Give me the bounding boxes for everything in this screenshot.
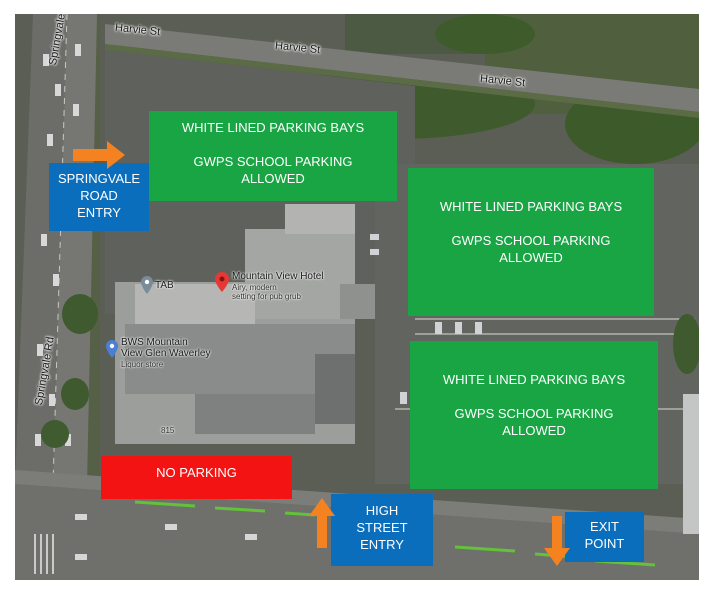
bws-label-line-2[interactable]: View Glen Waverley: [121, 348, 211, 359]
entry-line-1: SPRINGVALE: [57, 171, 141, 186]
zone-line-3: ALLOWED: [499, 250, 563, 265]
entry-line-3: ENTRY: [360, 537, 404, 552]
arrow-down-icon: [544, 516, 570, 566]
entry-line-3: ENTRY: [77, 205, 121, 220]
satellite-map[interactable]: Harvie St Harvie St Harvie St Springvale…: [15, 14, 699, 580]
map-pin-icon[interactable]: [215, 272, 229, 292]
address-number: 815: [161, 426, 175, 435]
parking-zone-top-left: WHITE LINED PARKING BAYS GWPS SCHOOL PAR…: [149, 111, 397, 201]
zone-line-1: WHITE LINED PARKING BAYS: [439, 199, 623, 214]
zone-line-1: WHITE LINED PARKING BAYS: [181, 120, 365, 135]
parking-zone-middle-right: WHITE LINED PARKING BAYS GWPS SCHOOL PAR…: [408, 168, 654, 316]
no-parking-zone: NO PARKING: [101, 456, 292, 499]
tab-pin-icon[interactable]: [141, 276, 153, 294]
entry-line-2: ROAD: [80, 188, 118, 203]
tab-label[interactable]: TAB: [155, 280, 174, 291]
arrow-up-icon: [309, 498, 335, 548]
bws-label-line-3: Liquor store: [121, 360, 164, 369]
no-parking-label: NO PARKING: [156, 465, 237, 480]
zone-line-3: ALLOWED: [241, 171, 305, 186]
bws-label-line-1[interactable]: BWS Mountain: [121, 337, 188, 348]
exit-point: EXIT POINT: [565, 512, 644, 562]
zone-line-3: ALLOWED: [502, 423, 566, 438]
hotel-name-label[interactable]: Mountain View Hotel: [232, 271, 324, 282]
entry-line-1: HIGH: [365, 503, 399, 518]
parking-zone-bottom-right: WHITE LINED PARKING BAYS GWPS SCHOOL PAR…: [410, 341, 658, 489]
exit-line-1: EXIT: [590, 519, 619, 534]
hotel-desc-line-2: setting for pub grub: [232, 292, 301, 301]
zone-line-2: GWPS SCHOOL PARKING: [451, 233, 611, 248]
zone-line-2: GWPS SCHOOL PARKING: [193, 154, 353, 169]
zone-line-2: GWPS SCHOOL PARKING: [454, 406, 614, 421]
zone-line-1: WHITE LINED PARKING BAYS: [442, 372, 626, 387]
hotel-desc-line-1: Airy, modern: [232, 283, 277, 292]
bws-pin-icon[interactable]: [106, 340, 118, 358]
high-street-entry: HIGH STREET ENTRY: [331, 494, 433, 566]
arrow-right-icon: [73, 141, 125, 169]
exit-line-2: POINT: [584, 536, 625, 551]
entry-line-2: STREET: [356, 520, 408, 535]
springvale-road-entry: SPRINGVALE ROAD ENTRY: [49, 163, 149, 231]
